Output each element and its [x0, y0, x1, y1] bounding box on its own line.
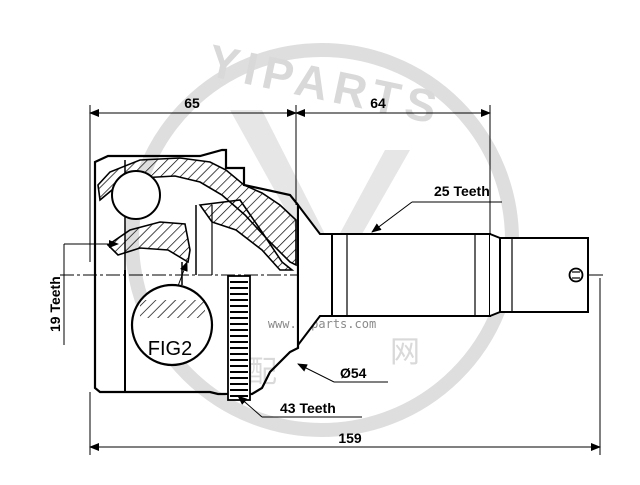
dim-joint-length: 65	[89, 95, 297, 262]
watermark-logo-mark	[230, 110, 410, 290]
leader-inner-spline: 19 Teeth	[47, 240, 119, 345]
fig2-detail: FIG2	[130, 262, 214, 367]
outer-spline-label: 25 Teeth	[434, 183, 490, 199]
inner-race-section	[97, 157, 297, 275]
inner-spline-label: 19 Teeth	[47, 276, 63, 332]
dim-overall-length: 159	[89, 278, 601, 455]
watermark: YIPARTS www.yiparts.com 配 网	[125, 34, 519, 437]
dim-shaft-length: 64	[295, 95, 491, 234]
leader-outer-diameter: Ø54	[297, 363, 388, 383]
abs-ring-label: 43 Teeth	[280, 400, 336, 416]
fig2-leader	[177, 261, 188, 287]
watermark-cjk-left: 配	[247, 356, 277, 389]
dim-overall-length-label: 159	[338, 430, 362, 446]
abs-tone-ring	[227, 275, 251, 401]
watermark-url: www.yiparts.com	[268, 317, 376, 331]
ball-bearing	[111, 170, 161, 220]
outer-diameter-label: Ø54	[340, 365, 367, 381]
watermark-cjk-right: 网	[390, 336, 420, 369]
dim-shaft-length-label: 64	[370, 95, 386, 111]
dim-joint-length-label: 65	[184, 95, 200, 111]
leader-abs-ring: 43 Teeth	[237, 395, 362, 418]
stub-shaft	[297, 202, 589, 348]
fig2-label: FIG2	[148, 338, 192, 360]
leader-outer-spline: 25 Teeth	[371, 183, 502, 233]
